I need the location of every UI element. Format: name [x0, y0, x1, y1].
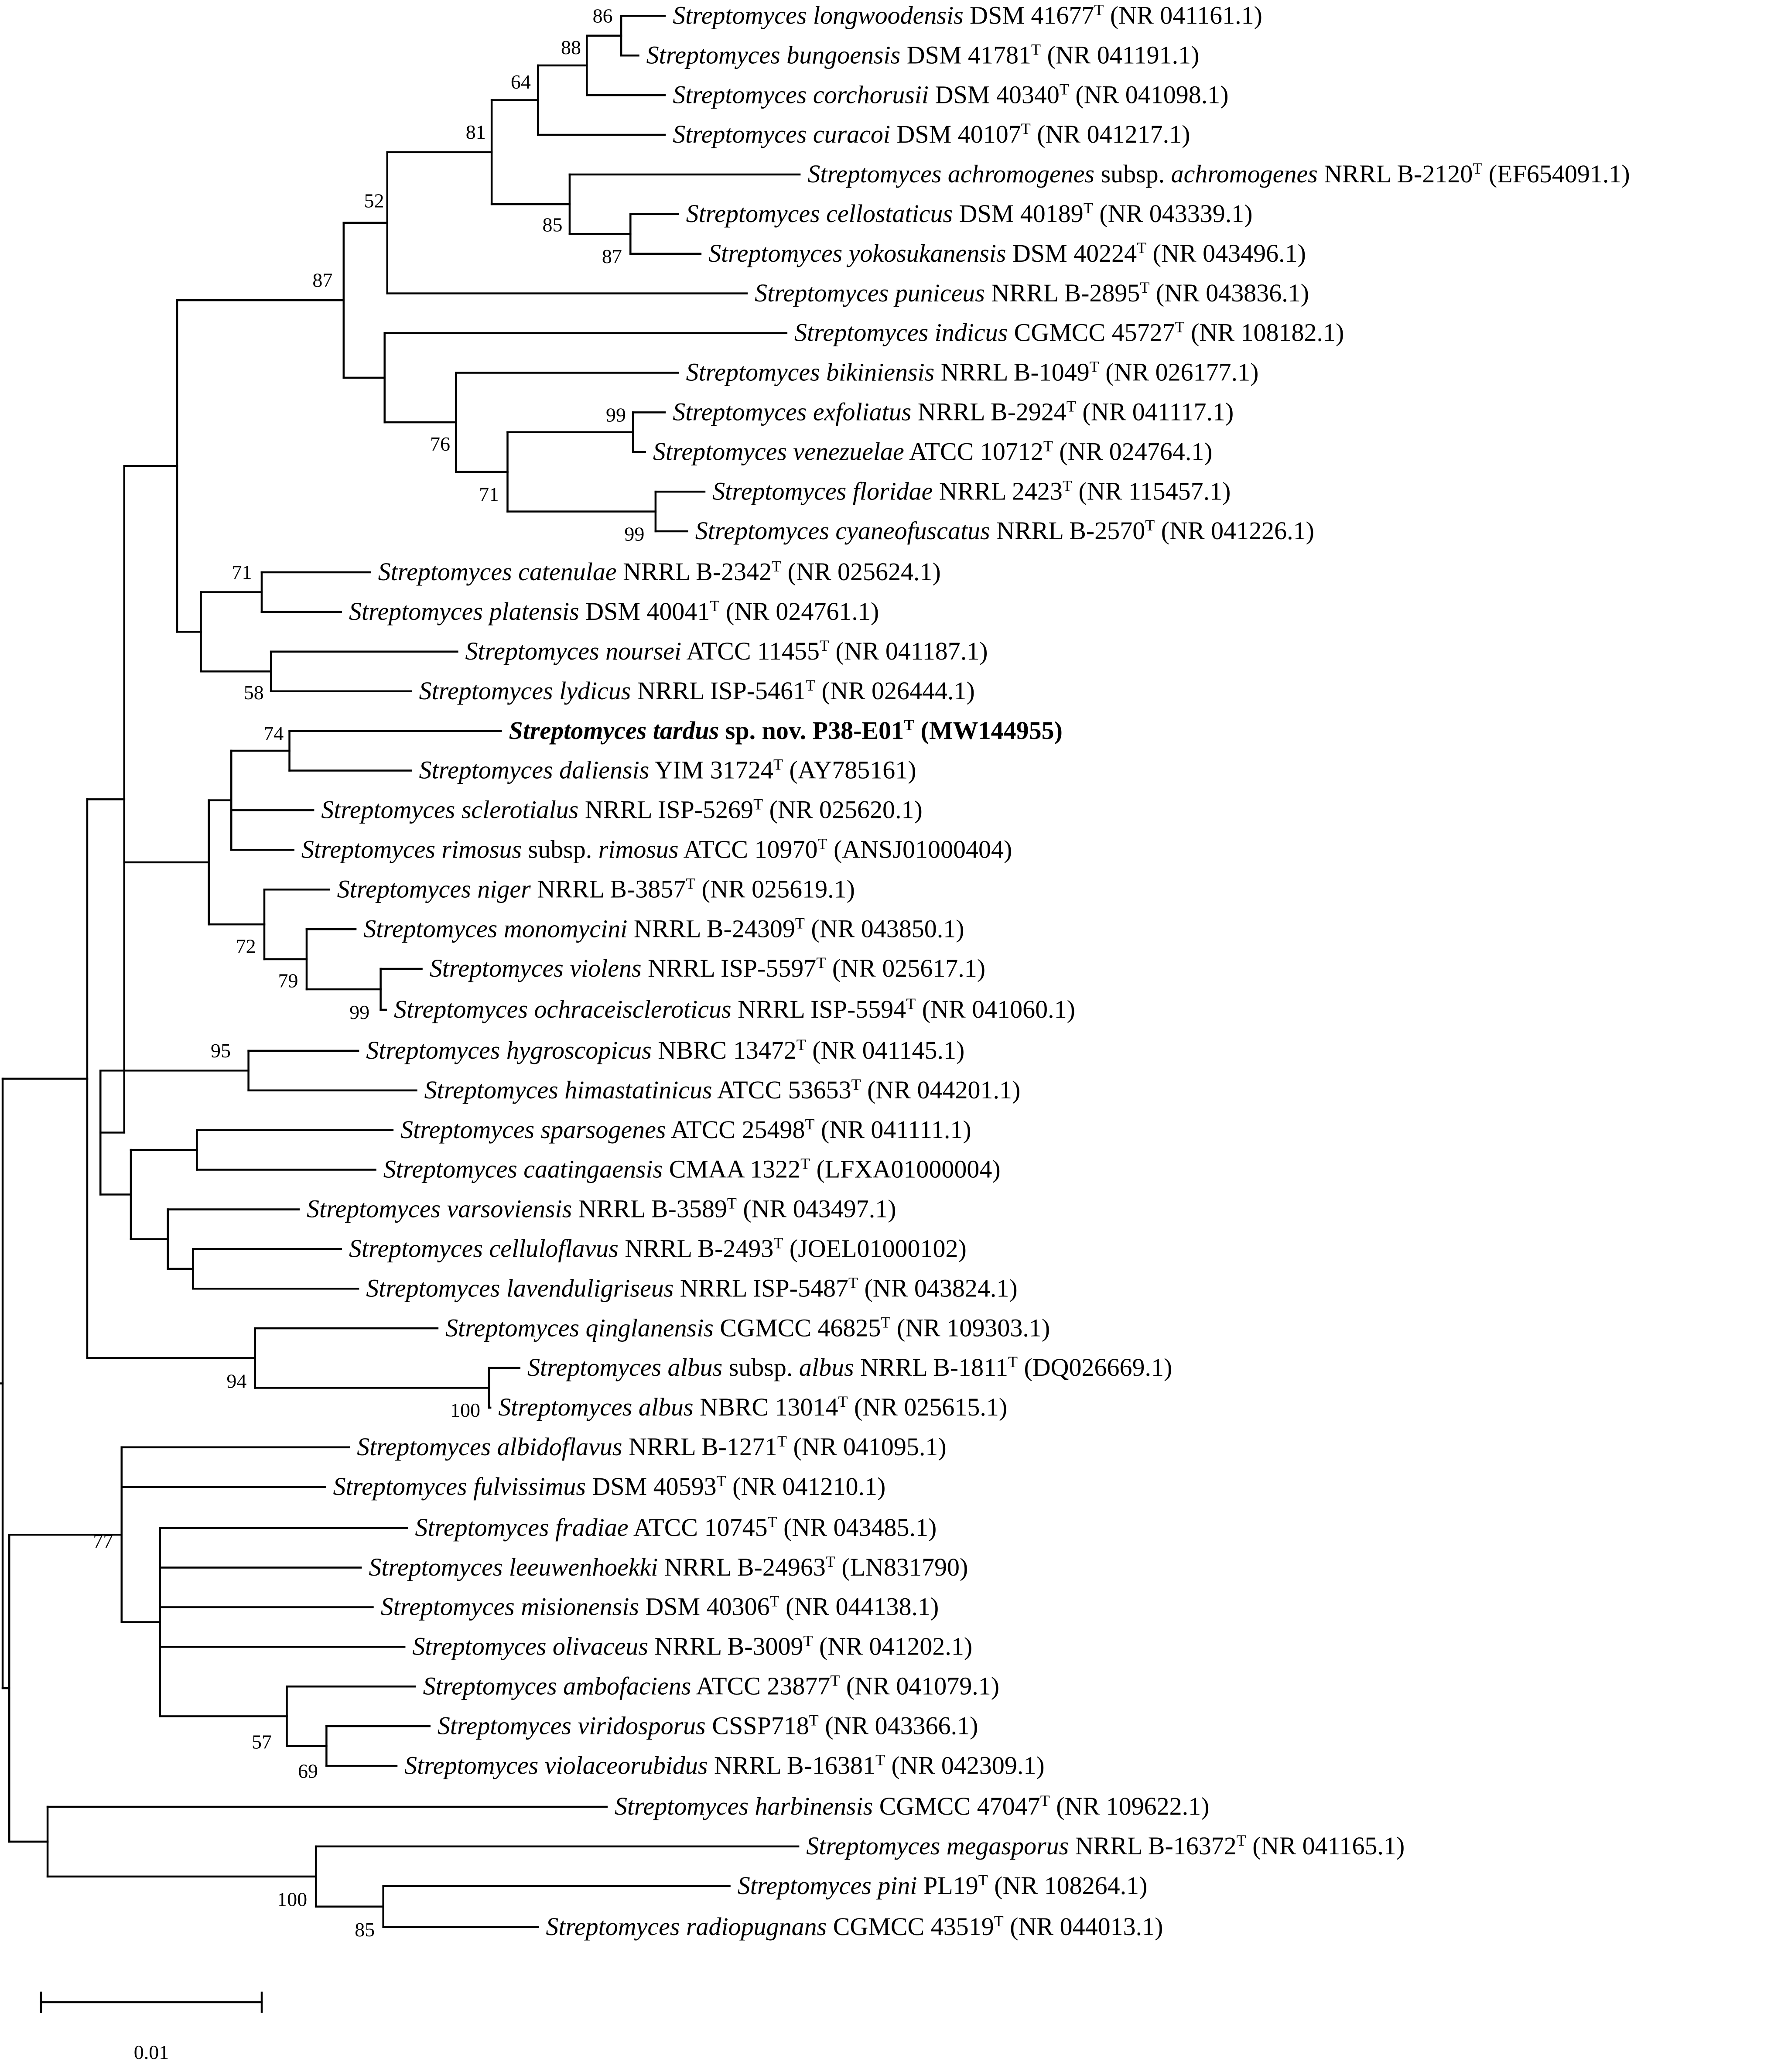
taxon-label: Streptomyces hygroscopicus NBRC 13472T (… [366, 1036, 964, 1064]
bootstrap-value: 99 [606, 404, 626, 426]
bootstrap-value: 52 [364, 190, 384, 212]
taxon-label: Streptomyces leeuwenhoekki NRRL B-24963T… [369, 1553, 968, 1581]
bootstrap-value: 100 [277, 1888, 307, 1910]
taxon-label: Streptomyces lydicus NRRL ISP-5461T (NR … [419, 677, 975, 705]
taxon-label: Streptomyces bikiniensis NRRL B-1049T (N… [686, 358, 1259, 386]
taxon-label: Streptomyces noursei ATCC 11455T (NR 041… [465, 637, 988, 665]
bootstrap-value: 99 [624, 523, 644, 545]
tree-branches [0, 15, 801, 1928]
taxon-label: Streptomyces olivaceus NRRL B-3009T (NR … [412, 1632, 972, 1661]
taxon-label: Streptomyces misionensis DSM 40306T (NR … [381, 1593, 939, 1621]
taxon-label: Streptomyces catenulae NRRL B-2342T (NR … [378, 557, 941, 586]
taxon-label: Streptomyces longwoodensis DSM 41677T (N… [673, 1, 1262, 30]
taxon-label: Streptomyces puniceus NRRL B-2895T (NR 0… [755, 279, 1309, 307]
taxon-label: Streptomyces corchorusii DSM 40340T (NR … [673, 80, 1228, 109]
taxon-label: Streptomyces floridae NRRL 2423T (NR 115… [712, 477, 1231, 505]
taxon-label: Streptomyces venezuelae ATCC 10712T (NR … [653, 437, 1213, 465]
bootstrap-value: 87 [602, 245, 622, 267]
bootstrap-value: 76 [430, 433, 450, 455]
taxon-label: Streptomyces indicus CGMCC 45727T (NR 10… [794, 318, 1344, 347]
bootstrap-value: 72 [236, 935, 256, 957]
bootstrap-value: 79 [278, 969, 298, 992]
taxon-label: Streptomyces harbinensis CGMCC 47047T (N… [615, 1792, 1209, 1820]
taxon-label: Streptomyces qinglanensis CGMCC 46825T (… [445, 1313, 1050, 1342]
taxon-label: Streptomyces celluloflavus NRRL B-2493T … [349, 1234, 967, 1263]
taxon-label: Streptomyces platensis DSM 40041T (NR 02… [349, 597, 879, 626]
taxon-label: Streptomyces fulvissimus DSM 40593T (NR … [333, 1472, 886, 1501]
taxon-label: Streptomyces radiopugnans CGMCC 43519T (… [546, 1912, 1163, 1941]
scale-bar-label: 0.01 [134, 2041, 169, 2063]
taxon-label: Streptomyces albidoflavus NRRL B-1271T (… [357, 1433, 947, 1461]
bootstrap-value: 86 [593, 5, 613, 27]
taxon-label: Streptomyces exfoliatus NRRL B-2924T (NR… [673, 398, 1234, 426]
bootstrap-value: 99 [349, 1001, 369, 1023]
taxon-label: Streptomyces ambofaciens ATCC 23877T (NR… [423, 1672, 1000, 1700]
taxon-label: Streptomyces sclerotialus NRRL ISP-5269T… [321, 796, 922, 824]
bootstrap-value: 88 [561, 36, 581, 58]
taxon-label: Streptomyces megasporus NRRL B-16372T (N… [806, 1832, 1405, 1860]
taxon-label: Streptomyces caatingaensis CMAA 1322T (L… [383, 1155, 1001, 1183]
taxon-label: Streptomyces bungoensis DSM 41781T (NR 0… [646, 41, 1200, 69]
taxon-label: Streptomyces daliensis YIM 31724T (AY785… [419, 756, 916, 784]
bootstrap-value: 95 [211, 1039, 231, 1062]
taxon-label: Streptomyces sparsogenes ATCC 25498T (NR… [400, 1115, 971, 1144]
bootstrap-value: 85 [543, 213, 563, 236]
leaf-labels: Streptomyces longwoodensis DSM 41677T (N… [301, 1, 1630, 1941]
bootstrap-value: 74 [263, 722, 284, 745]
bootstrap-value: 71 [479, 483, 499, 505]
taxon-label: Streptomyces albus subsp. albus NRRL B-1… [527, 1353, 1172, 1381]
taxon-label: Streptomyces violens NRRL ISP-5597T (NR … [430, 954, 985, 982]
taxon-label: Streptomyces fradiae ATCC 10745T (NR 043… [415, 1513, 937, 1542]
taxon-label: Streptomyces pini PL19T (NR 108264.1) [738, 1871, 1148, 1900]
bootstrap-labels: 86 88 64 87 85 81 52 99 99 71 76 87 71 58 74 99 79 72 95 10… [93, 5, 644, 1941]
taxon-label: Streptomyces yokosukanensis DSM 40224T (… [708, 239, 1306, 267]
taxon-label: Streptomyces niger NRRL B-3857T (NR 0256… [337, 875, 855, 903]
bootstrap-value: 58 [244, 681, 264, 704]
taxon-label: Streptomyces curacoi DSM 40107T (NR 0412… [673, 120, 1190, 148]
bootstrap-value: 100 [450, 1399, 480, 1421]
taxon-label: Streptomyces lavenduligriseus NRRL ISP-5… [366, 1274, 1017, 1302]
bootstrap-value: 57 [252, 1731, 272, 1753]
taxon-label: Streptomyces albus NBRC 13014T (NR 02561… [498, 1393, 1007, 1421]
taxon-label: Streptomyces violaceorubidus NRRL B-1638… [404, 1751, 1045, 1779]
bootstrap-value: 81 [466, 121, 486, 143]
bootstrap-value: 77 [93, 1530, 113, 1552]
taxon-label: Streptomyces cellostaticus DSM 40189T (N… [686, 199, 1253, 228]
taxon-label: Streptomyces achromogenes subsp. achromo… [807, 160, 1630, 188]
taxon-label: Streptomyces ochraceiscleroticus NRRL IS… [394, 995, 1075, 1023]
taxon-label: Streptomyces viridosporus CSSP718T (NR 0… [438, 1711, 978, 1740]
scale-bar: 0.01 [40, 1991, 263, 2063]
taxon-label: Streptomyces rimosus subsp. rimosus ATCC… [301, 835, 1012, 863]
bootstrap-value: 71 [232, 561, 252, 583]
taxon-label: Streptomyces varsoviensis NRRL B-3589T (… [307, 1195, 896, 1223]
bootstrap-value: 87 [312, 269, 332, 291]
bootstrap-value: 64 [511, 71, 531, 93]
bootstrap-value: 85 [355, 1918, 375, 1941]
taxon-label: Streptomyces himastatinicus ATCC 53653T … [424, 1076, 1021, 1104]
taxon-label: Streptomyces cyaneofuscatus NRRL B-2570T… [695, 516, 1314, 545]
novel-species-label: Streptomyces tardus sp. nov. P38-E01T (M… [509, 716, 1063, 745]
bootstrap-value: 69 [298, 1760, 318, 1782]
taxon-label: Streptomyces monomycini NRRL B-24309T (N… [363, 914, 964, 943]
bootstrap-value: 94 [226, 1370, 246, 1392]
